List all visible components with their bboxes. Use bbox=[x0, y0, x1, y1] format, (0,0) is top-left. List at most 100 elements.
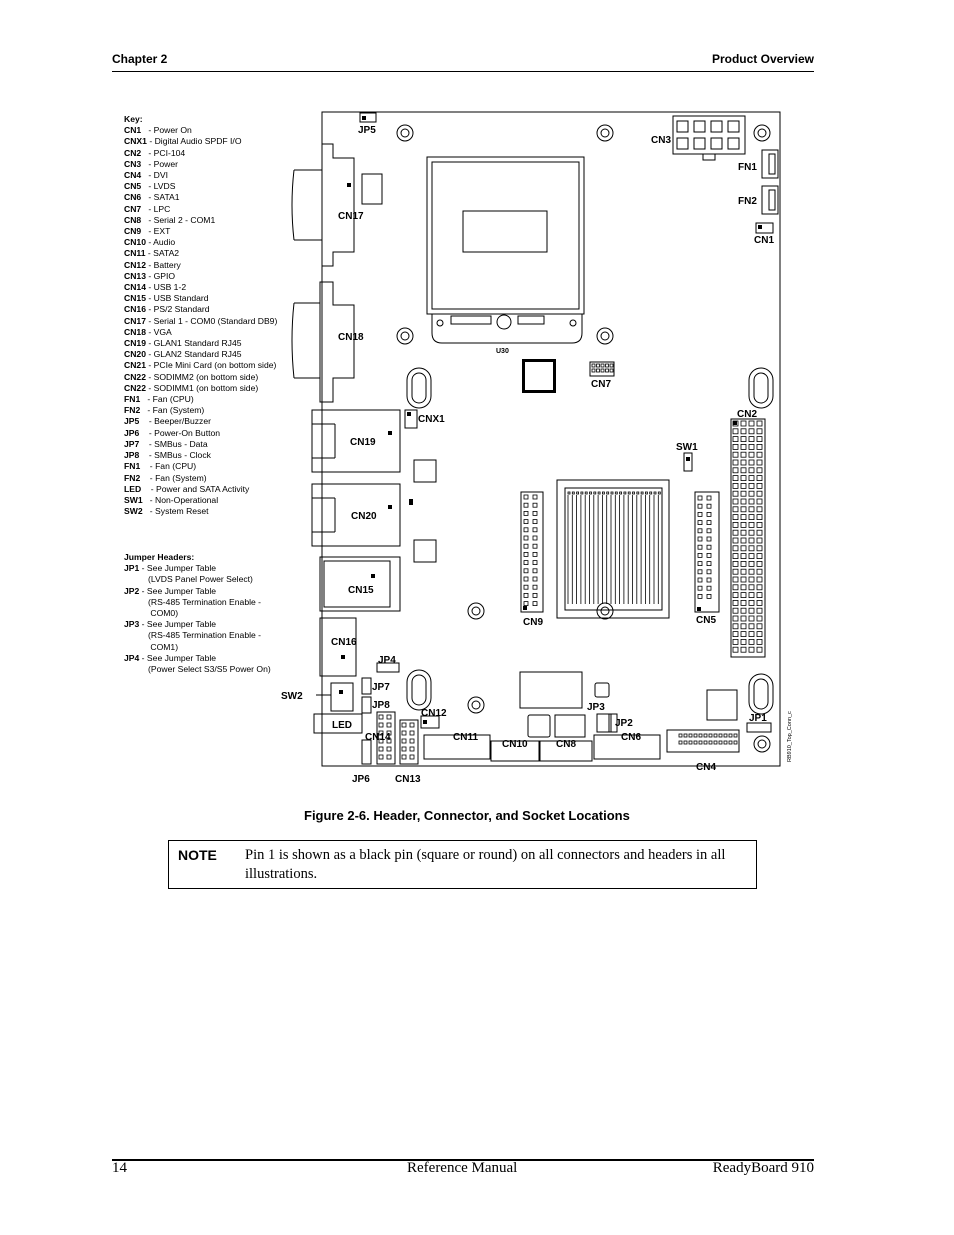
key-separator: - bbox=[139, 450, 155, 461]
header-pin bbox=[678, 740, 683, 745]
label-jp1: JP1 bbox=[749, 713, 767, 724]
header-pin bbox=[401, 722, 407, 728]
figure-caption: Figure 2-6. Header, Connector, and Socke… bbox=[304, 808, 630, 823]
header-pin bbox=[748, 436, 755, 443]
key-separator: - bbox=[141, 181, 154, 192]
note-text: Pin 1 is shown as a black pin (square or… bbox=[245, 847, 726, 882]
header-pin bbox=[697, 585, 703, 591]
key-row: JP7 - SMBus - Data bbox=[124, 439, 304, 450]
header-pin bbox=[706, 495, 712, 501]
key-separator: - bbox=[140, 394, 153, 405]
header-pin bbox=[732, 584, 739, 591]
header-pin bbox=[409, 730, 415, 736]
key-description: Battery bbox=[153, 259, 181, 270]
header-pin bbox=[740, 537, 747, 544]
key-description: System Reset bbox=[155, 506, 209, 517]
header-pin bbox=[409, 754, 415, 760]
header-pin bbox=[706, 569, 712, 575]
key-row: CN20 - GLAN2 Standard RJ45 bbox=[124, 349, 304, 360]
key-description: GLAN1 Standard RJ45 bbox=[153, 338, 242, 349]
header-pin bbox=[708, 740, 713, 745]
header-pin bbox=[756, 467, 763, 474]
header-pin bbox=[748, 561, 755, 567]
section-title: Product Overview bbox=[711, 52, 814, 66]
header-pin bbox=[748, 545, 755, 552]
key-separator: - bbox=[145, 282, 154, 293]
header-pin bbox=[706, 536, 712, 542]
key-code: LED bbox=[124, 483, 142, 494]
label-cn12: CN12 bbox=[421, 708, 447, 719]
key-description: EXT bbox=[153, 226, 171, 237]
key-code: CN20 bbox=[124, 349, 146, 360]
header-pin bbox=[756, 568, 763, 575]
header-pin bbox=[740, 623, 747, 630]
header-pin bbox=[732, 607, 739, 614]
header-pin bbox=[732, 529, 739, 536]
header-pin bbox=[378, 730, 384, 736]
header-pin bbox=[756, 522, 763, 528]
header-pin bbox=[723, 740, 728, 745]
header-pin bbox=[732, 467, 739, 474]
label-cn4: CN4 bbox=[696, 762, 716, 773]
key-separator: - bbox=[141, 226, 154, 237]
header-pin bbox=[756, 553, 763, 559]
key-code: CN15 bbox=[124, 293, 146, 304]
key-code: CN22 bbox=[124, 382, 146, 393]
key-description: SATA1 bbox=[153, 192, 180, 203]
key-separator: - bbox=[141, 158, 154, 169]
key-description: VGA bbox=[153, 326, 172, 337]
key-separator: - bbox=[140, 405, 153, 416]
header-pin bbox=[748, 529, 755, 536]
header-pin bbox=[688, 733, 693, 738]
header-pin bbox=[596, 363, 600, 368]
key-separator: - bbox=[145, 360, 154, 371]
key-code: CN2 bbox=[124, 147, 142, 158]
header-pin bbox=[756, 451, 763, 458]
key-row: CN7 - LPC bbox=[124, 204, 304, 215]
header-pin bbox=[748, 592, 755, 598]
header-pin bbox=[706, 520, 712, 525]
header-pin bbox=[532, 510, 538, 516]
header-pin bbox=[732, 490, 739, 497]
header-pin bbox=[697, 544, 703, 550]
key-description: SMBus - Clock bbox=[154, 450, 211, 461]
header-pin bbox=[523, 527, 529, 533]
header-pin bbox=[756, 482, 763, 489]
header-pin bbox=[409, 722, 415, 728]
header-pin bbox=[523, 593, 529, 598]
header-pin bbox=[748, 467, 755, 474]
key-code: CN11 bbox=[124, 248, 146, 259]
header-pin bbox=[732, 451, 739, 458]
header-pin bbox=[748, 631, 755, 637]
key-separator: - bbox=[145, 326, 154, 337]
label-fn1: FN1 bbox=[738, 162, 757, 173]
header-pin bbox=[756, 600, 763, 606]
label-cn9: CN9 bbox=[523, 617, 543, 628]
header-pin bbox=[732, 631, 739, 637]
header-pin bbox=[657, 491, 661, 495]
header-pin bbox=[697, 536, 703, 542]
key-separator: - bbox=[142, 506, 156, 517]
header-pin bbox=[732, 561, 739, 567]
key-description: SODIMM1 (on bottom side) bbox=[153, 382, 259, 393]
label-jp8: JP8 bbox=[372, 700, 390, 711]
header-pin bbox=[732, 428, 739, 435]
header-pin bbox=[740, 584, 747, 591]
header-pin bbox=[756, 420, 763, 427]
header-pin bbox=[386, 730, 392, 736]
header-pin bbox=[532, 519, 538, 524]
header-pin bbox=[386, 754, 392, 760]
key-code: CN19 bbox=[124, 338, 146, 349]
key-description: Power bbox=[153, 158, 178, 169]
header-pin bbox=[756, 490, 763, 497]
label-sw1: SW1 bbox=[676, 442, 698, 453]
label-cn2: CN2 bbox=[737, 409, 757, 420]
key-description: Power-On Button bbox=[154, 427, 221, 438]
header-pin bbox=[756, 584, 763, 591]
header-pin bbox=[697, 569, 703, 575]
header-pin bbox=[697, 561, 703, 566]
header-pin bbox=[748, 514, 755, 520]
header-pin bbox=[732, 459, 739, 466]
header-rule bbox=[112, 71, 814, 72]
header-pin bbox=[697, 553, 703, 558]
